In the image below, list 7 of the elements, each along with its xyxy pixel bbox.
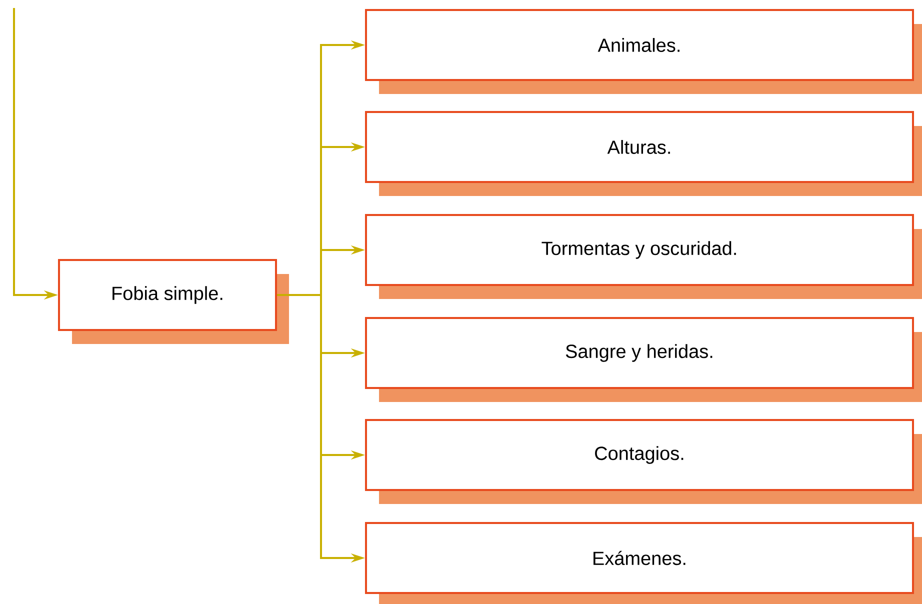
- process-box: Exámenes.: [365, 522, 922, 604]
- process-box: Animales.: [365, 9, 922, 94]
- process-box: Sangre y heridas.: [365, 316, 922, 402]
- process-box: Tormentas y oscuridad.: [365, 214, 922, 299]
- process-box: Alturas.: [365, 110, 922, 196]
- process-box: Contagios.: [365, 418, 922, 504]
- process-box: Fobia simple.: [58, 258, 289, 344]
